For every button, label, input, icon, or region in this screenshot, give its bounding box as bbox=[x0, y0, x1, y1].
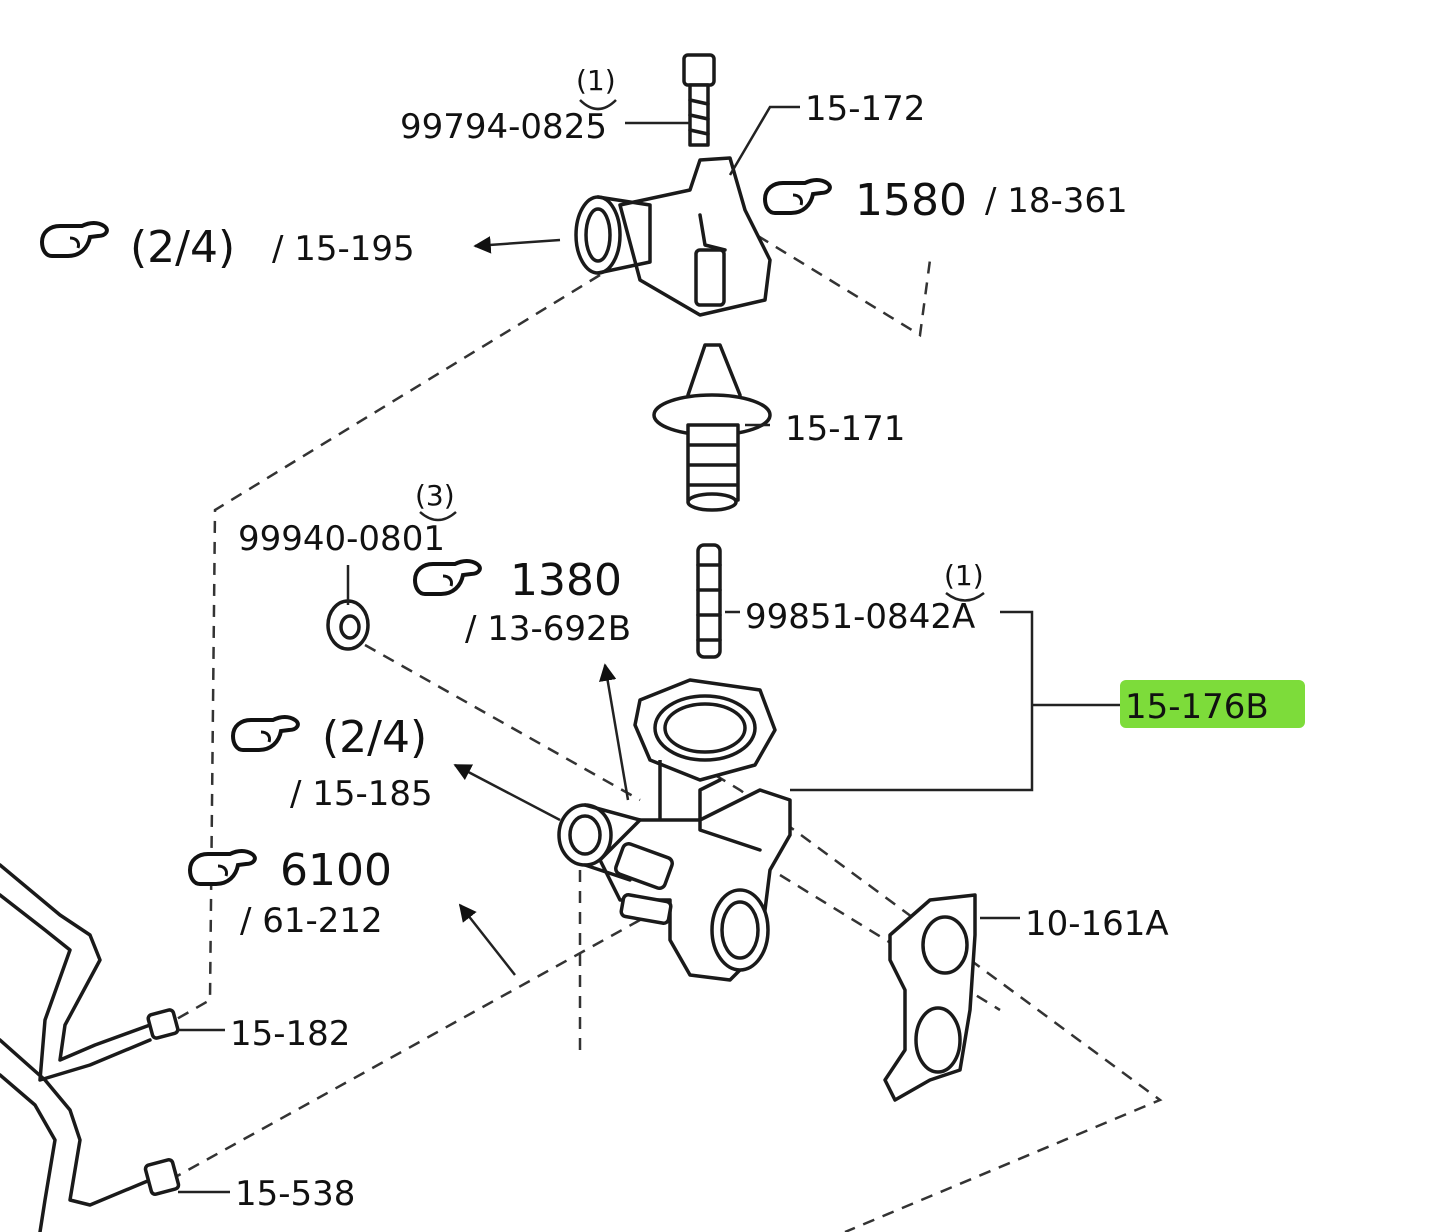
highlight-15-176b bbox=[1120, 680, 1305, 728]
leader-lines bbox=[178, 105, 1122, 1194]
hoses bbox=[0, 863, 181, 1232]
label-stud-qty: (1) bbox=[944, 559, 984, 592]
thermostat-housing[interactable] bbox=[557, 678, 792, 982]
label-clamp-a[interactable]: 15-182 bbox=[230, 1014, 350, 1054]
pointing-hand-icon bbox=[763, 178, 832, 215]
label-thermostat[interactable]: 15-171 bbox=[785, 409, 905, 449]
label-bolt-top[interactable]: 99794-0825 bbox=[400, 107, 607, 147]
label-cover[interactable]: 15-172 bbox=[805, 89, 925, 129]
label-ref-hose-mid-a[interactable]: (2/4) bbox=[322, 712, 427, 763]
label-ref-hose-top-a[interactable]: (2/4) bbox=[130, 222, 235, 273]
thermostat-cover[interactable] bbox=[574, 156, 772, 317]
label-ref-hose-top-b[interactable]: / 15-195 bbox=[272, 229, 415, 269]
label-ref-6100-a[interactable]: 6100 bbox=[280, 845, 392, 896]
label-clamp-b[interactable]: 15-538 bbox=[235, 1174, 355, 1214]
nut[interactable] bbox=[326, 599, 370, 651]
gasket[interactable] bbox=[883, 893, 977, 1102]
label-ref-hose-mid-b[interactable]: / 15-185 bbox=[290, 774, 433, 814]
pointing-hand-icon bbox=[413, 559, 482, 596]
label-ref-1380-b[interactable]: / 13-692B bbox=[465, 609, 631, 649]
label-ref-1380-a[interactable]: 1380 bbox=[510, 555, 622, 606]
label-housing[interactable]: 15-176B bbox=[1125, 687, 1269, 727]
label-ref-6100-b[interactable]: / 61-212 bbox=[240, 901, 383, 941]
pointing-hand-icon bbox=[188, 849, 257, 886]
label-ref-cover-b[interactable]: / 18-361 bbox=[985, 181, 1128, 221]
label-nut[interactable]: 99940-0801 bbox=[238, 519, 445, 559]
label-nut-qty: (3) bbox=[415, 479, 455, 512]
thermostat[interactable] bbox=[652, 343, 772, 512]
bolt-top[interactable] bbox=[682, 53, 716, 147]
label-ref-cover-a[interactable]: 1580 bbox=[855, 175, 967, 226]
label-stud[interactable]: 99851-0842A bbox=[745, 597, 975, 637]
qty-brackets bbox=[419, 99, 985, 602]
pointing-hand-icon bbox=[231, 715, 300, 752]
label-gasket[interactable]: 10-161A bbox=[1025, 904, 1169, 944]
pointing-hand-icon bbox=[40, 221, 109, 258]
stud[interactable] bbox=[696, 543, 722, 659]
label-bolt-top-qty: (1) bbox=[576, 64, 616, 97]
